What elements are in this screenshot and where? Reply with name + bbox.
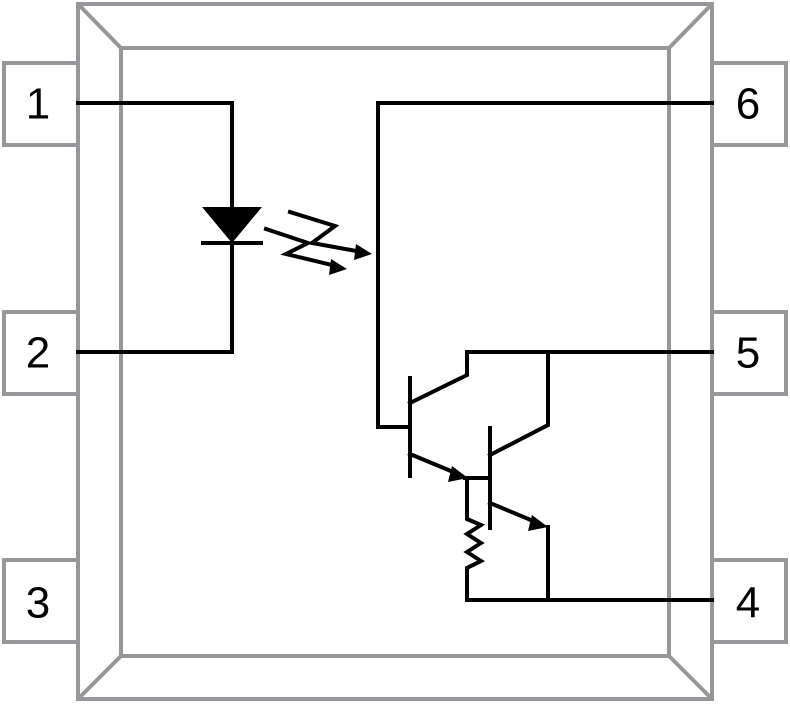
pin-1: 1 (2, 61, 78, 147)
pin-5: 5 (712, 310, 788, 396)
darlington-phototransistor (376, 101, 714, 602)
pin-label-1: 1 (26, 80, 50, 129)
led-diode-icon (202, 207, 262, 243)
light-emission-arrows-icon (263, 209, 372, 275)
resistor-icon (463, 476, 714, 602)
pin-4: 4 (712, 558, 788, 644)
led-circuit (76, 101, 263, 354)
pin-6: 6 (712, 61, 788, 147)
pin-label-2: 2 (26, 329, 50, 378)
pin-label-6: 6 (736, 80, 760, 129)
pin-label-3: 3 (26, 579, 50, 628)
pin-label-5: 5 (736, 329, 760, 378)
pin-2: 2 (2, 310, 78, 396)
pin-3: 3 (2, 558, 78, 644)
pin-label-4: 4 (736, 579, 760, 628)
